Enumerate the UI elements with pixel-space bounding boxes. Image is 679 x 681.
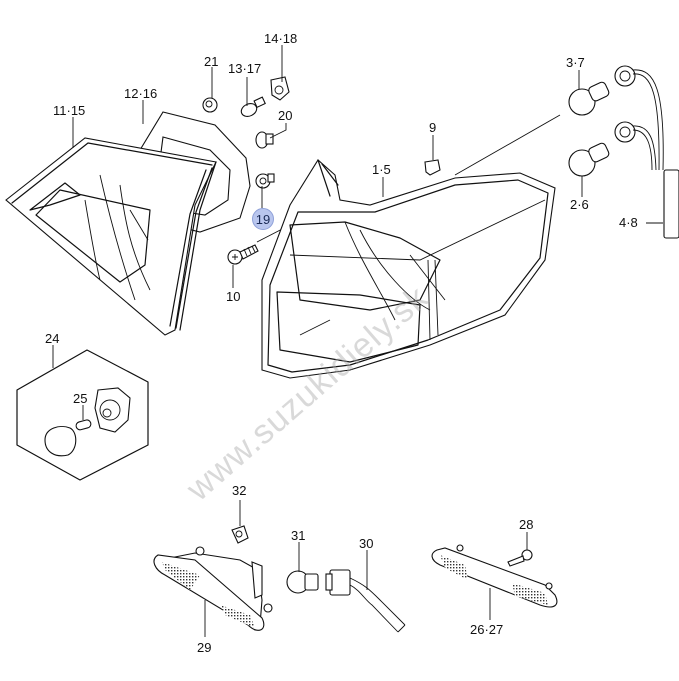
- inner-tail-lamp-part[interactable]: [5, 137, 217, 336]
- callout-1-5[interactable]: 1·5: [372, 162, 391, 177]
- screw-part[interactable]: [507, 549, 533, 567]
- wedge-bulb-part[interactable]: [239, 96, 266, 119]
- callout-2-6[interactable]: 2·6: [570, 197, 589, 212]
- socket-harness-part[interactable]: [614, 65, 679, 239]
- clip-part-20[interactable]: [255, 131, 274, 149]
- grommet-part[interactable]: [202, 97, 218, 113]
- callout-4-8[interactable]: 4·8: [619, 215, 638, 230]
- callout-19-highlighted[interactable]: 19: [252, 208, 274, 230]
- callout-9[interactable]: 9: [429, 120, 437, 135]
- callout-32[interactable]: 32: [232, 483, 247, 498]
- callout-31[interactable]: 31: [291, 528, 306, 543]
- callout-11-15[interactable]: 11·15: [53, 103, 86, 118]
- nut-part-32[interactable]: [231, 525, 249, 544]
- callout-25[interactable]: 25: [73, 391, 88, 406]
- license-lamp-assembly-part[interactable]: [16, 349, 149, 481]
- callout-10[interactable]: 10: [226, 289, 241, 304]
- leader-lines: [52, 45, 663, 637]
- callout-14-18[interactable]: 14·18: [264, 31, 298, 46]
- callout-29[interactable]: 29: [197, 640, 212, 655]
- side-marker-lamp-part[interactable]: [153, 546, 273, 631]
- bulb-part-31[interactable]: [286, 570, 319, 594]
- socket-part-30[interactable]: [325, 569, 406, 633]
- callout-12-16[interactable]: 12·16: [124, 86, 158, 101]
- callout-13-17[interactable]: 13·17: [228, 61, 262, 76]
- side-reflector-part[interactable]: [431, 544, 558, 608]
- callout-28[interactable]: 28: [519, 517, 534, 532]
- nut-part-19[interactable]: [255, 173, 275, 189]
- callout-20[interactable]: 20: [278, 108, 293, 123]
- callout-26-27[interactable]: 26·27: [470, 622, 504, 637]
- clip-part-9[interactable]: [424, 159, 441, 176]
- callout-30[interactable]: 30: [359, 536, 374, 551]
- callout-3-7[interactable]: 3·7: [566, 55, 585, 70]
- callout-21[interactable]: 21: [204, 54, 219, 69]
- bulb-socket-part[interactable]: [270, 76, 290, 101]
- bulb-part-3-7[interactable]: [568, 81, 610, 116]
- bulb-part-2-6[interactable]: [568, 142, 610, 177]
- rear-combination-lamp-part[interactable]: [261, 114, 561, 379]
- callout-24[interactable]: 24: [45, 331, 60, 346]
